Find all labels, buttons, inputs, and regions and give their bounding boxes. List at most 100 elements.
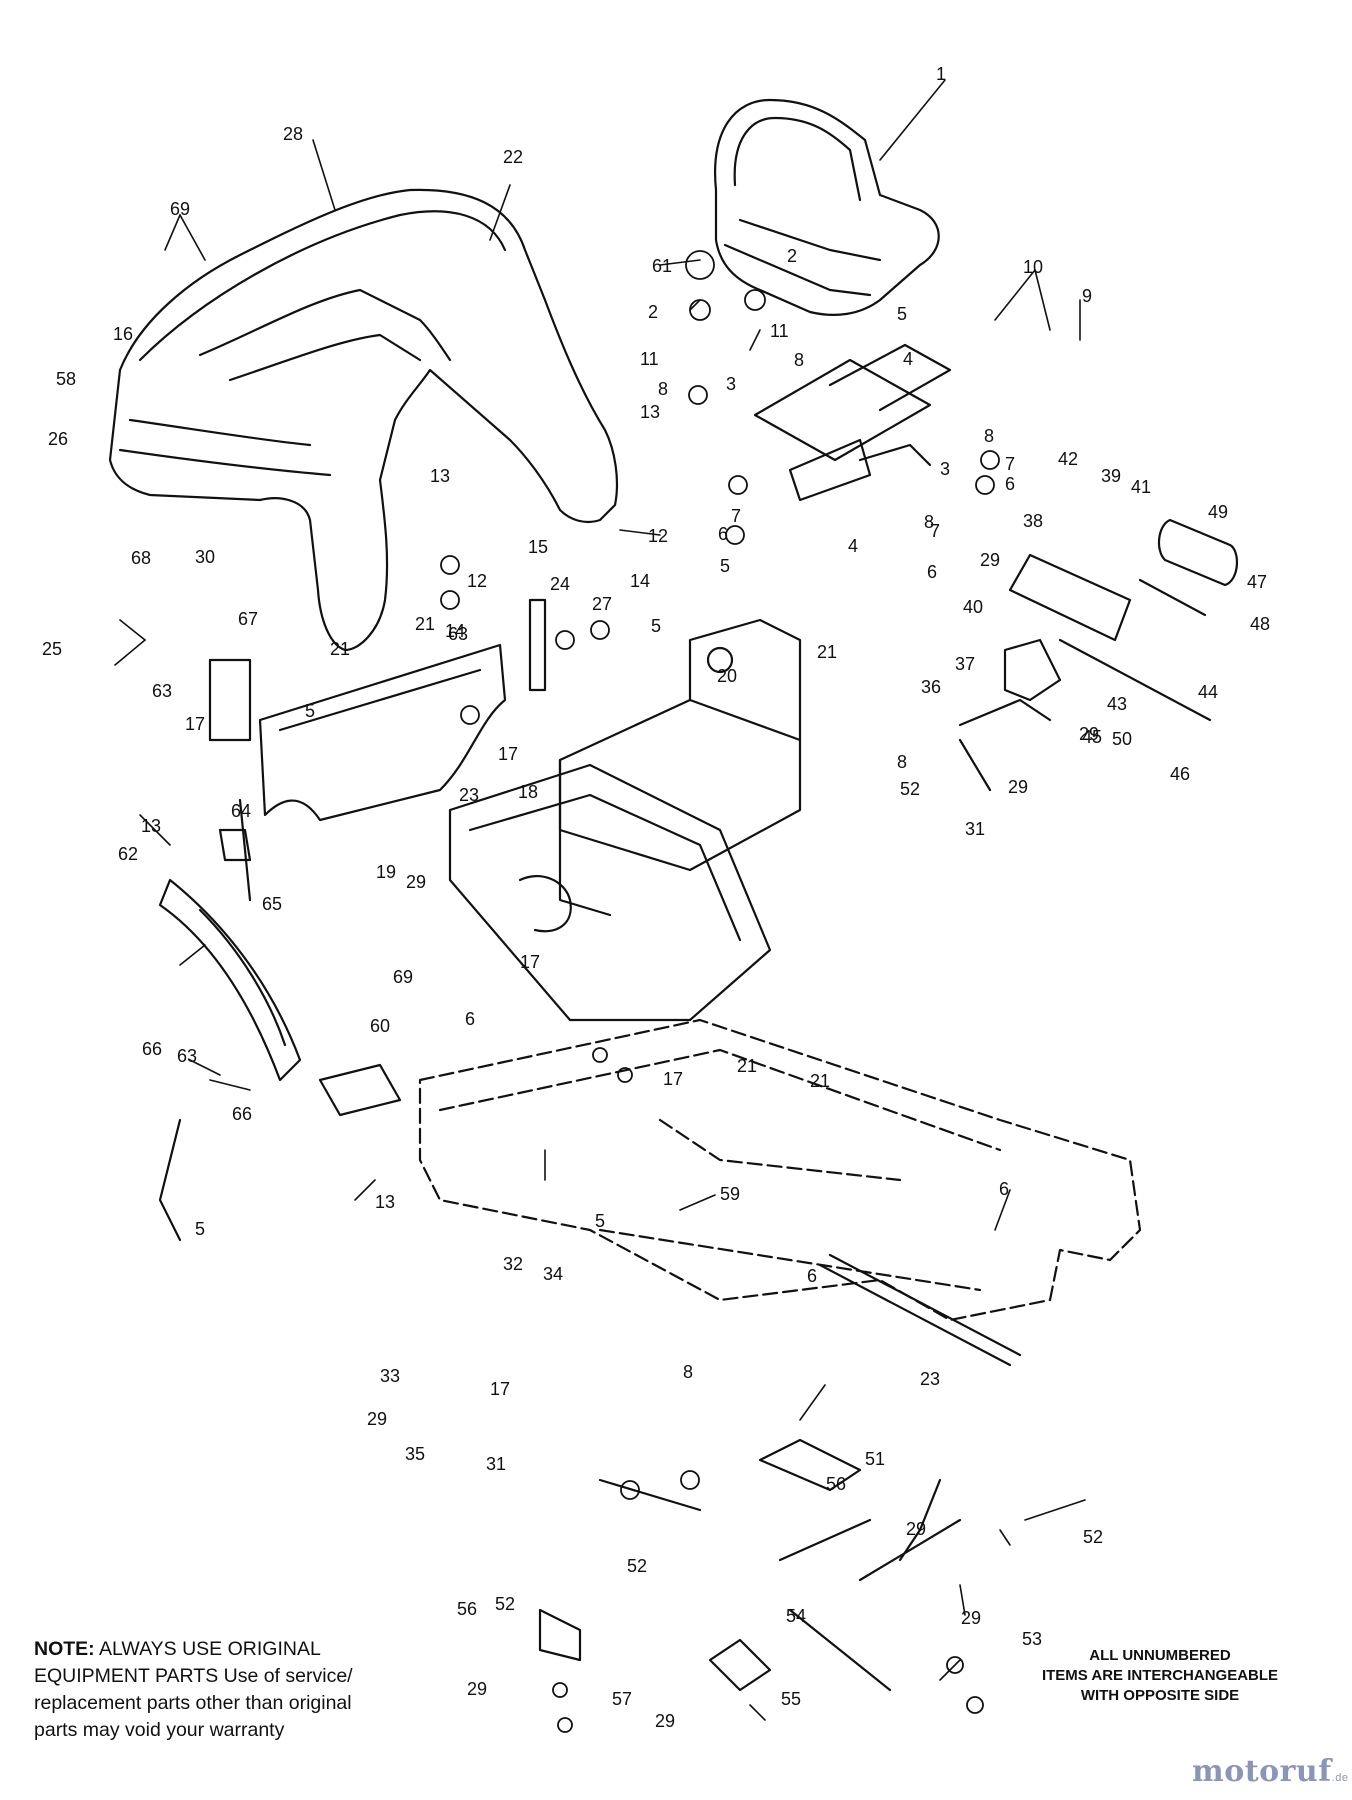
mount-plates [208, 598, 547, 742]
callout-label: 33 [380, 1366, 400, 1386]
callout-label: 8 [794, 350, 804, 370]
callout-label: 23 [920, 1369, 940, 1389]
control-tower [448, 618, 802, 1022]
callout-label: 6 [465, 1009, 475, 1029]
callout-label: 61 [652, 256, 672, 276]
callout-label: 46 [1170, 764, 1190, 784]
callout-label: 1 [936, 64, 946, 84]
callout-label: 17 [520, 952, 540, 972]
callout-label: 4 [903, 349, 913, 369]
callout-label: 54 [786, 1606, 806, 1626]
callout-label: 53 [1022, 1629, 1042, 1649]
callout-label: 29 [906, 1519, 926, 1539]
callout-label: 14 [630, 571, 650, 591]
callout-label: 5 [897, 304, 907, 324]
callout-label: 4 [848, 536, 858, 556]
interch-line-1: ALL UNNUMBERED [1089, 1647, 1231, 1664]
callout-label: 5 [305, 701, 315, 721]
callout-label: 20 [717, 666, 737, 686]
callout-label: 63 [177, 1046, 197, 1066]
callout-label: 36 [921, 677, 941, 697]
note-line-4: parts may void your warranty [34, 1719, 285, 1741]
callout-label: 16 [113, 324, 133, 344]
callout-label: 62 [118, 844, 138, 864]
callout-label: 13 [640, 402, 660, 422]
callout-label: 21 [415, 614, 435, 634]
callout-label: 58 [56, 369, 76, 389]
fender [108, 188, 619, 652]
callout-label: 38 [1023, 511, 1043, 531]
callout-label: 55 [781, 1689, 801, 1709]
callout-label: 13 [430, 466, 450, 486]
callout-label: 22 [503, 147, 523, 167]
callout-label: 6 [807, 1266, 817, 1286]
hardware [440, 250, 1000, 1733]
callout-label: 69 [170, 199, 190, 219]
callout-label: 40 [963, 597, 983, 617]
callout-label: 63 [448, 624, 468, 644]
callout-label: 11 [770, 321, 789, 341]
callout-label: 2 [648, 302, 658, 322]
callout-label: 29 [406, 872, 426, 892]
callout-label: 5 [720, 556, 730, 576]
note-lead: NOTE: [34, 1638, 95, 1660]
watermark-logo: motoruf.de [1192, 1754, 1348, 1789]
seat [714, 98, 940, 316]
callout-label: 52 [1083, 1527, 1103, 1547]
callout-label: 45 [1082, 727, 1102, 747]
callout-label: 21 [817, 642, 837, 662]
watermark-name: motoruf [1192, 1754, 1332, 1789]
callout-label: 63 [152, 681, 172, 701]
interchangeable-note: ALL UNNUMBERED ITEMS ARE INTERCHANGEABLE… [1010, 1646, 1310, 1706]
callout-label: 29 [961, 1608, 981, 1628]
callout-label: 60 [370, 1016, 390, 1036]
callout-label: 59 [720, 1184, 740, 1204]
callout-label: 19 [376, 862, 396, 882]
callout-label: 3 [726, 374, 736, 394]
callout-label: 6 [718, 524, 728, 544]
seat-brackets [753, 343, 952, 502]
callout-label: 29 [467, 1679, 487, 1699]
callout-label: 56 [457, 1599, 477, 1619]
warranty-note: NOTE: ALWAYS USE ORIGINAL EQUIPMENT PART… [34, 1636, 414, 1744]
callout-label: 52 [495, 1594, 515, 1614]
callout-label: 56 [826, 1474, 846, 1494]
note-line-2: EQUIPMENT PARTS Use of service/ [34, 1665, 353, 1687]
callout-label: 6 [999, 1179, 1009, 1199]
callout-label: 5 [195, 1219, 205, 1239]
callout-label: 17 [185, 714, 205, 734]
leader-lines [114, 79, 1086, 1721]
callout-label: 51 [865, 1449, 885, 1469]
callout-label: 48 [1250, 614, 1270, 634]
callout-label: 21 [810, 1071, 830, 1091]
callout-label: 49 [1208, 502, 1228, 522]
callout-label: 27 [592, 594, 612, 614]
fender-bracket [258, 643, 507, 822]
callout-label: 66 [232, 1104, 252, 1124]
lift-handle-assembly [958, 518, 1238, 792]
interch-line-3: WITH OPPOSITE SIDE [1080, 1687, 1240, 1704]
callout-label: 14 [445, 621, 465, 641]
callout-label: 8 [683, 1362, 693, 1382]
shift-quadrant [158, 798, 402, 1242]
callout-label: 68 [131, 548, 151, 568]
callout-label: 17 [490, 1379, 510, 1399]
callout-label: 26 [48, 429, 68, 449]
callout-label: 29 [367, 1409, 387, 1429]
callout-label: 5 [595, 1211, 605, 1231]
callout-label: 25 [42, 639, 62, 659]
callout-label: 30 [195, 547, 215, 567]
callout-label: 15 [528, 537, 548, 557]
callout-label: 57 [612, 1689, 632, 1709]
callout-label: 6 [927, 562, 937, 582]
callout-label: 39 [1101, 466, 1121, 486]
callout-label: 37 [955, 654, 975, 674]
callout-label: 50 [1112, 729, 1132, 749]
callout-label: 31 [965, 819, 985, 839]
lift-linkage [538, 1253, 1022, 1692]
callout-label: 12 [467, 571, 487, 591]
callout-label: 44 [1198, 682, 1218, 702]
callout-label: 9 [1082, 286, 1092, 306]
callout-label: 7 [731, 506, 741, 526]
callout-label: 69 [393, 967, 413, 987]
